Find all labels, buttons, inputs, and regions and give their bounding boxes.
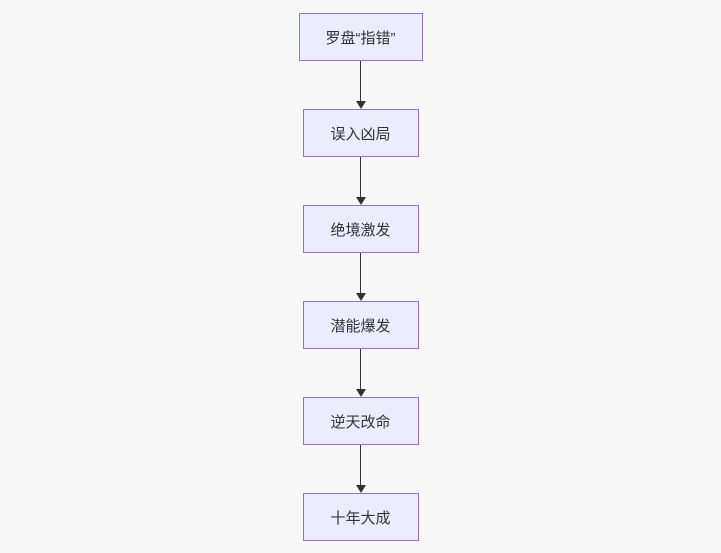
- edge-1-2: [355, 61, 366, 109]
- node-label-6: 十年大成: [330, 509, 391, 527]
- arrow-line: [359, 445, 362, 485]
- arrowhead-icon: [355, 389, 366, 397]
- flowchart-node-6: 十年大成: [302, 493, 419, 541]
- arrow-line: [359, 157, 362, 197]
- node-label-3: 绝境激发: [330, 221, 391, 239]
- flowchart-node-2: 误入凶局: [302, 109, 419, 157]
- arrow-line: [359, 349, 362, 389]
- arrowhead-icon: [355, 101, 366, 109]
- arrowhead-icon: [355, 293, 366, 301]
- node-label-1: 罗盘“指错”: [325, 29, 396, 47]
- arrowhead-icon: [355, 485, 366, 493]
- flowchart-node-3: 绝境激发: [302, 205, 419, 253]
- flowchart-node-4: 潜能爆发: [302, 301, 419, 349]
- arrow-line: [359, 61, 362, 101]
- edge-3-4: [355, 253, 366, 301]
- arrowhead-icon: [355, 197, 366, 205]
- edge-2-3: [355, 157, 366, 205]
- edge-4-5: [355, 349, 366, 397]
- flowchart-column: 罗盘“指错” 误入凶局 绝境激发 潜能爆发 逆天改命: [298, 13, 423, 541]
- flowchart-node-1: 罗盘“指错”: [298, 13, 423, 61]
- arrow-line: [359, 253, 362, 293]
- node-label-2: 误入凶局: [330, 125, 391, 143]
- edge-5-6: [355, 445, 366, 493]
- flowchart-node-5: 逆天改命: [302, 397, 419, 445]
- node-label-4: 潜能爆发: [330, 317, 391, 335]
- node-label-5: 逆天改命: [330, 413, 391, 431]
